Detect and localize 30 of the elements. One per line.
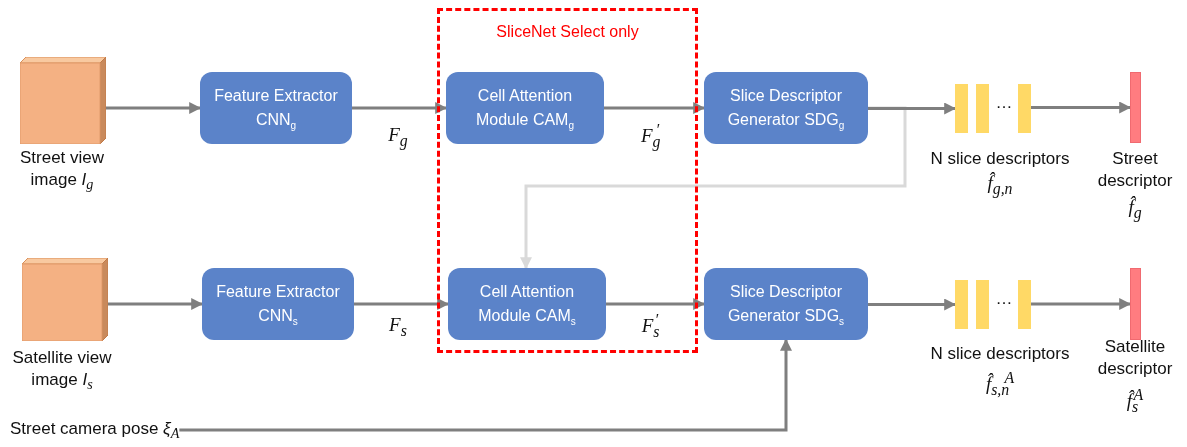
arrow	[1031, 298, 1132, 310]
caption-text: Satellite descriptor	[1096, 336, 1174, 380]
process-box: Feature Extractor CNN$_{s}$	[202, 268, 354, 340]
arrow	[606, 298, 706, 310]
process-box: Cell Attention Module CAM$_{g}$	[446, 72, 604, 144]
process-box: Slice Descriptor Generator SDG$_{g}$	[704, 72, 868, 144]
formula-label: f̂$_{g}$	[1127, 196, 1143, 224]
arrow	[354, 298, 450, 310]
arrow	[352, 102, 448, 114]
region-title: SliceNet Select only	[495, 23, 640, 41]
arrow	[1031, 101, 1132, 114]
caption-text: Satellite view image I$_{s}$	[11, 347, 113, 395]
ellipsis: …	[994, 92, 1014, 113]
arrow	[179, 338, 792, 432]
formula-label: f̂$_{g,n}$	[986, 172, 1014, 200]
arrow	[604, 102, 706, 114]
process-box: Slice Descriptor Generator SDG$_{s}$	[704, 268, 868, 340]
dashed-region	[437, 8, 698, 353]
arrow	[868, 298, 957, 311]
input-label: Street camera pose ξ$_{A}$	[10, 417, 180, 446]
arrow	[106, 102, 202, 114]
arrow	[868, 102, 957, 115]
process-box: Feature Extractor CNN$_{g}$	[200, 72, 352, 144]
caption-text: N slice descriptors	[929, 343, 1071, 365]
caption-text: N slice descriptors	[929, 148, 1071, 170]
process-box: Cell Attention Module CAM$_{s}$	[448, 268, 606, 340]
caption-text: Street descriptor	[1096, 148, 1174, 192]
ellipsis: …	[994, 288, 1014, 309]
caption-text: Street view image I$_{g}$	[18, 147, 106, 195]
arrow	[108, 298, 204, 310]
